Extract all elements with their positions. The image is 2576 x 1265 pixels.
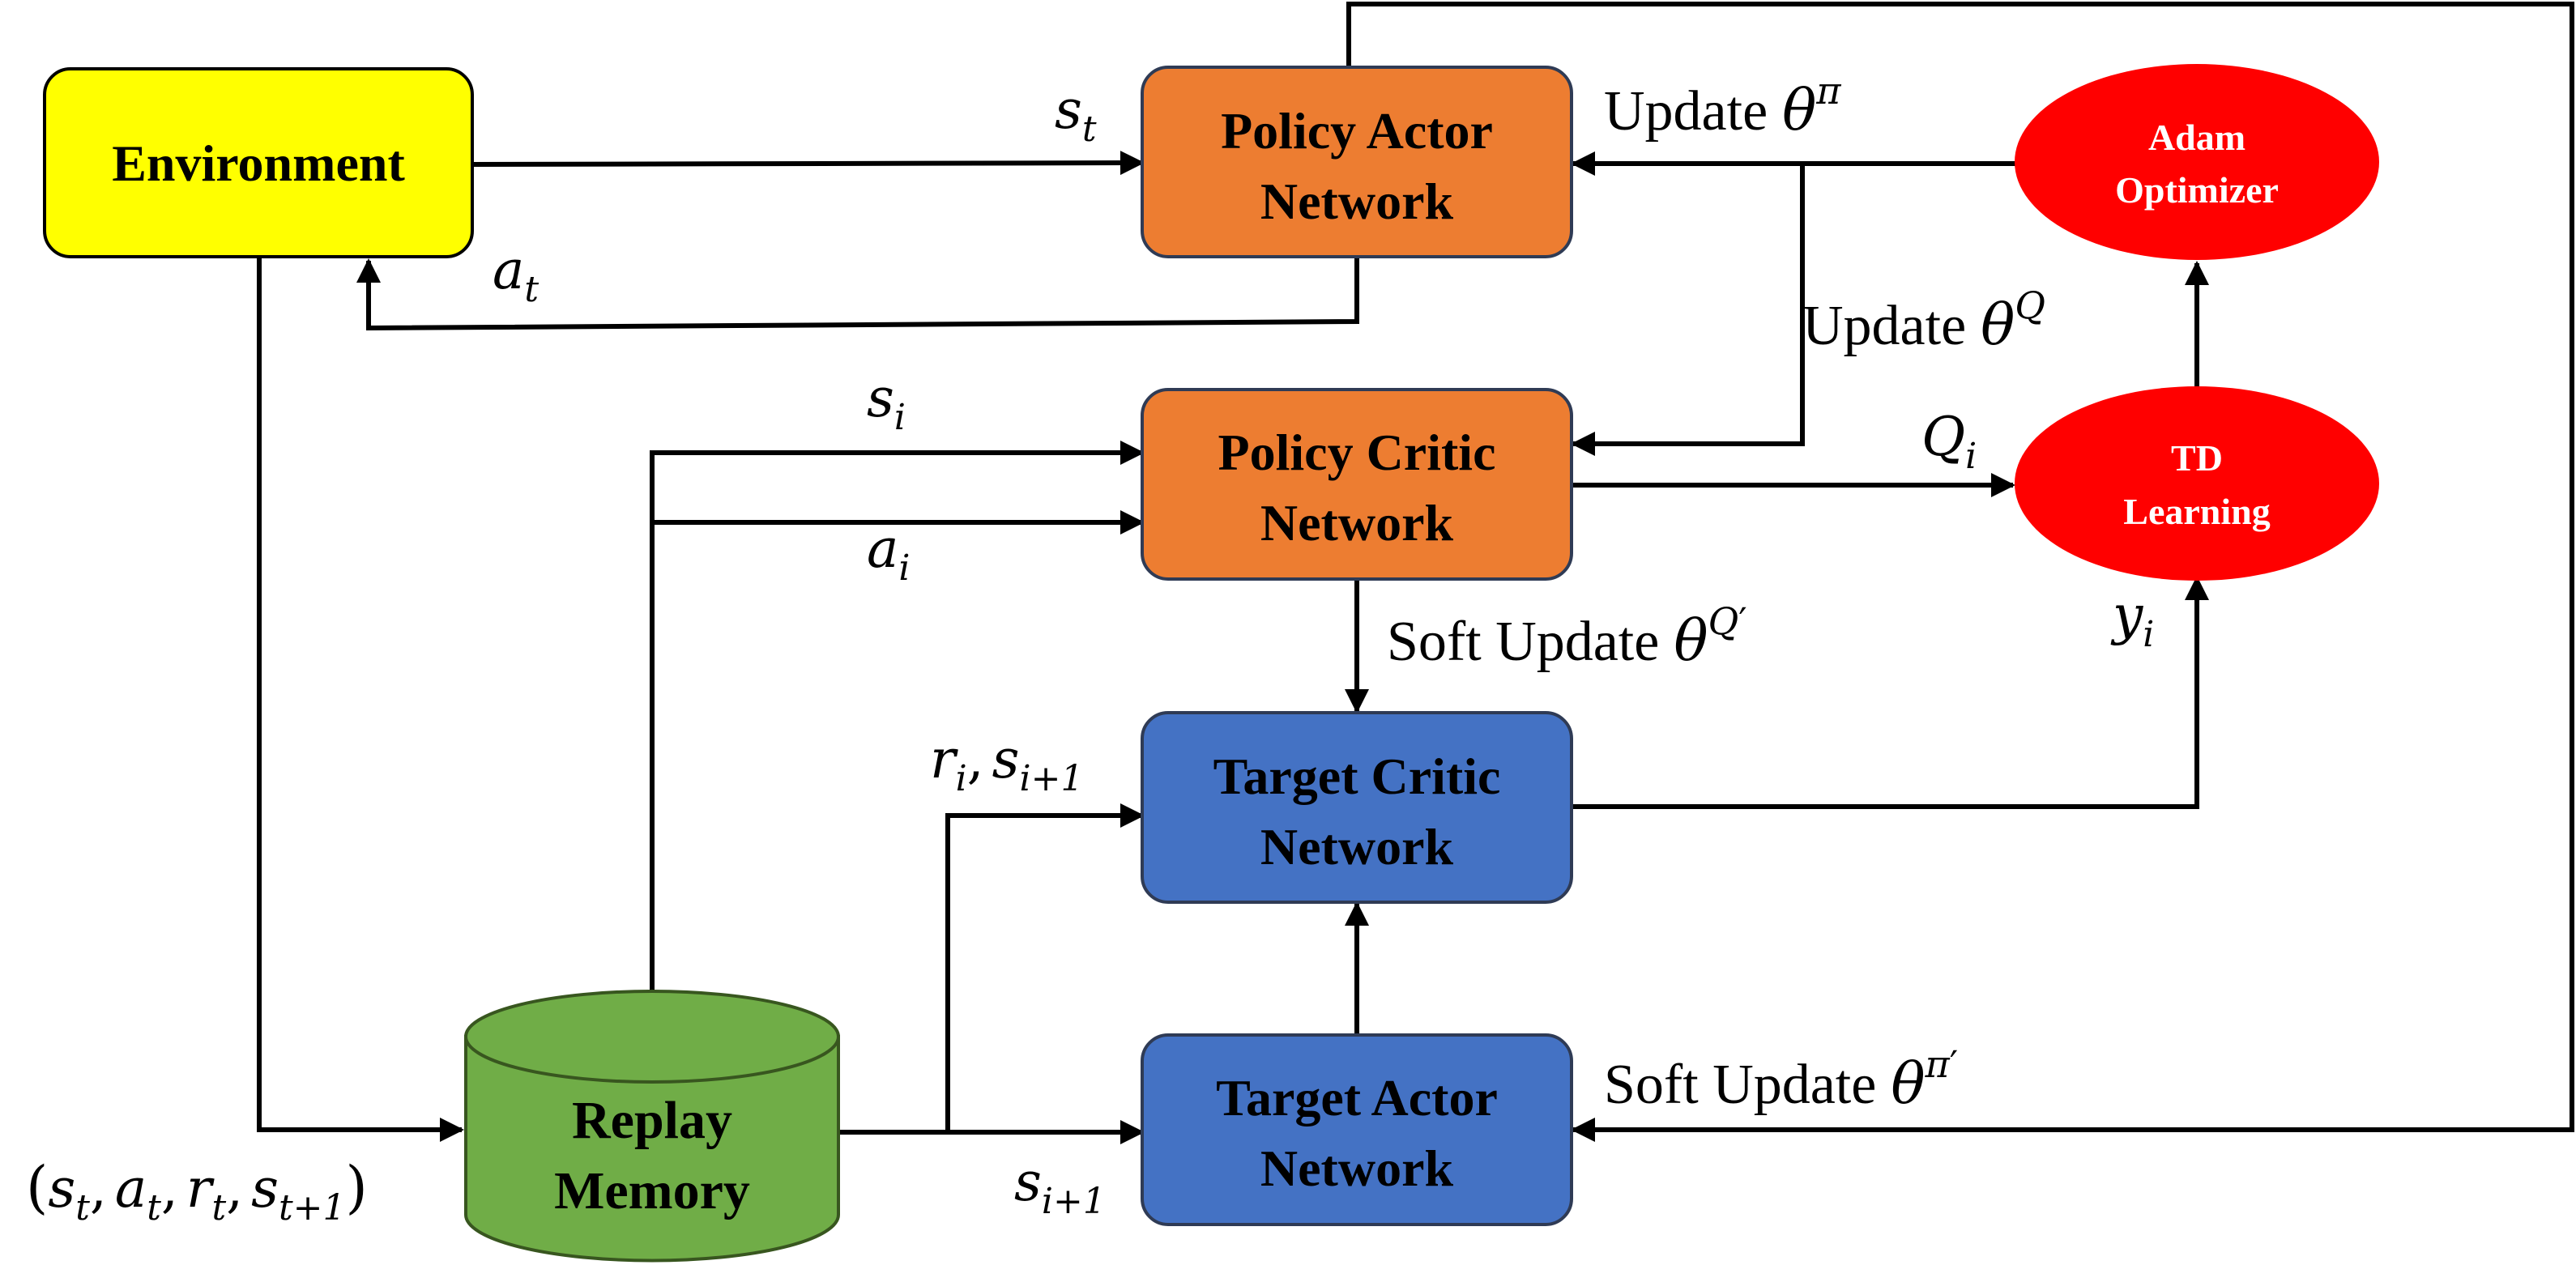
td-learning-node: TD Learning <box>2015 386 2379 581</box>
adam-optimizer-label-line1: Adam <box>2148 117 2245 158</box>
replay-memory-label-line1: Replay <box>572 1091 732 1150</box>
environment-box <box>43 67 474 258</box>
target-critic-node: Target Critic Network <box>1141 711 1573 904</box>
replay-memory-top <box>464 990 840 1084</box>
label-a-t: at <box>493 239 539 310</box>
adam-optimizer-label-line2: Optimizer <box>2115 169 2279 211</box>
label-s-t: st <box>1055 79 1097 150</box>
target-critic-box <box>1141 711 1573 904</box>
label-q-i: Qi <box>1921 406 1977 477</box>
target-critic-label-line1: Target Critic <box>1213 748 1501 805</box>
policy-critic-node: Policy Critic Network <box>1141 388 1573 581</box>
policy-critic-box <box>1141 388 1573 581</box>
adam-optimizer-node: Adam Optimizer <box>2015 64 2379 260</box>
td-learning-label-line1: TD <box>2171 437 2223 479</box>
environment-node: Environment <box>43 67 474 258</box>
label-s-i-plus-1-bottom: si+1 <box>1014 1151 1106 1222</box>
edge-memory-to-target-critic <box>945 803 1145 1132</box>
policy-actor-label-line1: Policy Actor <box>1221 102 1493 160</box>
label-y-i: yi <box>2110 584 2154 655</box>
replay-memory-node: Replay Memory <box>464 990 840 1263</box>
policy-actor-node: Policy Actor Network <box>1141 66 1573 258</box>
edge-actor-to-env <box>356 256 1359 331</box>
replay-memory-body <box>464 1035 840 1263</box>
environment-label: Environment <box>112 134 405 192</box>
edge-memory-to-critic-s <box>650 441 1145 998</box>
policy-critic-label-line1: Policy Critic <box>1218 424 1496 481</box>
edge-env-to-actor <box>473 151 1145 176</box>
target-actor-node: Target Actor Network <box>1141 1033 1573 1226</box>
target-actor-box <box>1141 1033 1573 1226</box>
label-s-i: si <box>867 367 906 438</box>
target-critic-label-line2: Network <box>1260 818 1454 875</box>
edge-adam-to-critic <box>1571 164 1805 456</box>
target-actor-label-line2: Network <box>1260 1139 1454 1197</box>
label-r-i-s-i-plus-1: ri,si+1 <box>930 728 1083 799</box>
label-a-i: ai <box>867 518 910 589</box>
td-learning-label-line2: Learning <box>2123 491 2270 532</box>
adam-optimizer-ellipse <box>2015 64 2379 260</box>
replay-memory-label-line2: Memory <box>554 1161 750 1220</box>
label-transition-tuple: (st,at,rt,st+1) <box>26 1154 368 1229</box>
target-actor-label-line1: Target Actor <box>1216 1069 1498 1127</box>
policy-actor-box <box>1141 66 1573 258</box>
policy-critic-label-line2: Network <box>1260 494 1454 552</box>
edge-target-critic-to-td <box>1573 576 2209 809</box>
edge-soft-update-actor <box>1346 2 2574 1142</box>
td-learning-ellipse <box>2015 386 2379 581</box>
policy-actor-label-line2: Network <box>1260 172 1454 230</box>
edge-env-to-memory <box>257 256 464 1142</box>
